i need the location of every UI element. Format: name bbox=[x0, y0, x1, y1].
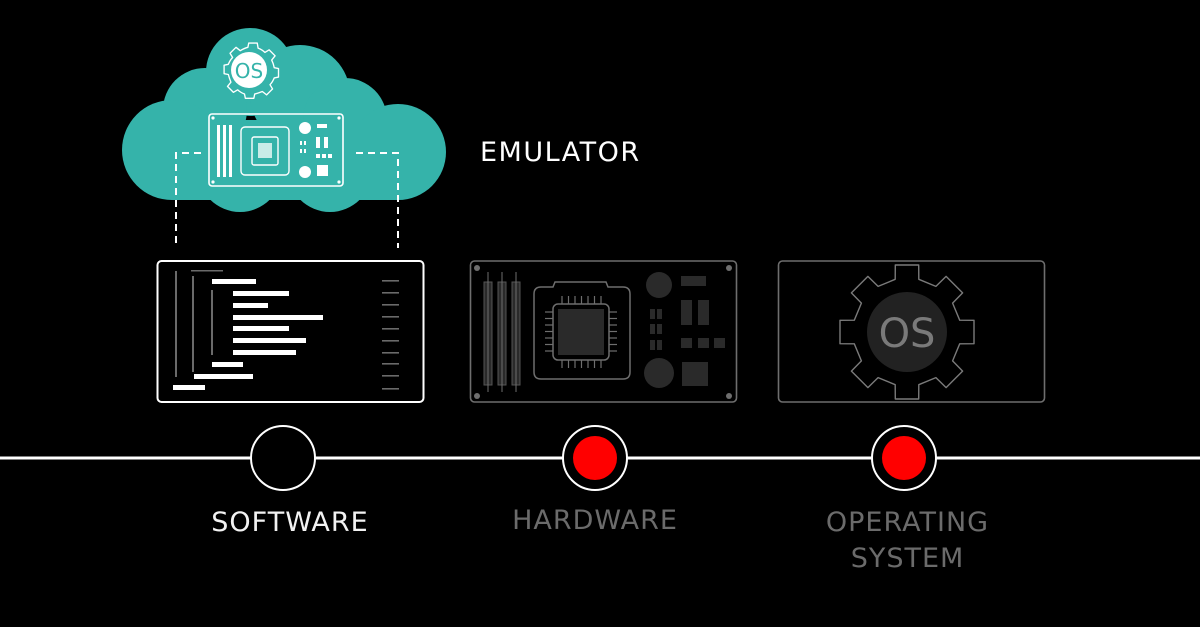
operating-system-panel: OS bbox=[777, 260, 1046, 403]
cloud-os-text: OS bbox=[235, 59, 263, 83]
software-panel bbox=[156, 260, 425, 403]
marker-hardware[interactable] bbox=[562, 425, 628, 491]
emulator-title: EMULATOR bbox=[480, 137, 641, 168]
stage-label-hardware: HARDWARE bbox=[512, 505, 678, 536]
marker-operating-system[interactable] bbox=[871, 425, 937, 491]
stage-label-line2: SYSTEM bbox=[850, 543, 965, 574]
red-status-dot bbox=[882, 436, 926, 480]
stage-label-operating-system: OPERATING SYSTEM bbox=[780, 505, 1035, 577]
stage-label-line1: OPERATING bbox=[825, 507, 990, 538]
stage-label-software: SOFTWARE bbox=[211, 507, 369, 538]
hardware-panel bbox=[469, 260, 738, 403]
emulator-cloud: OS bbox=[122, 28, 446, 248]
code-lines-icon bbox=[173, 270, 399, 390]
marker-software[interactable] bbox=[250, 425, 316, 491]
os-gear-icon: OS bbox=[839, 264, 975, 400]
cloud-circuit-board-icon bbox=[208, 113, 344, 187]
connector-lines bbox=[175, 152, 399, 248]
os-badge-text: OS bbox=[879, 311, 936, 357]
circuit-board-icon bbox=[474, 265, 732, 399]
cloud-os-gear-icon: OS bbox=[223, 42, 280, 99]
red-status-dot bbox=[573, 436, 617, 480]
